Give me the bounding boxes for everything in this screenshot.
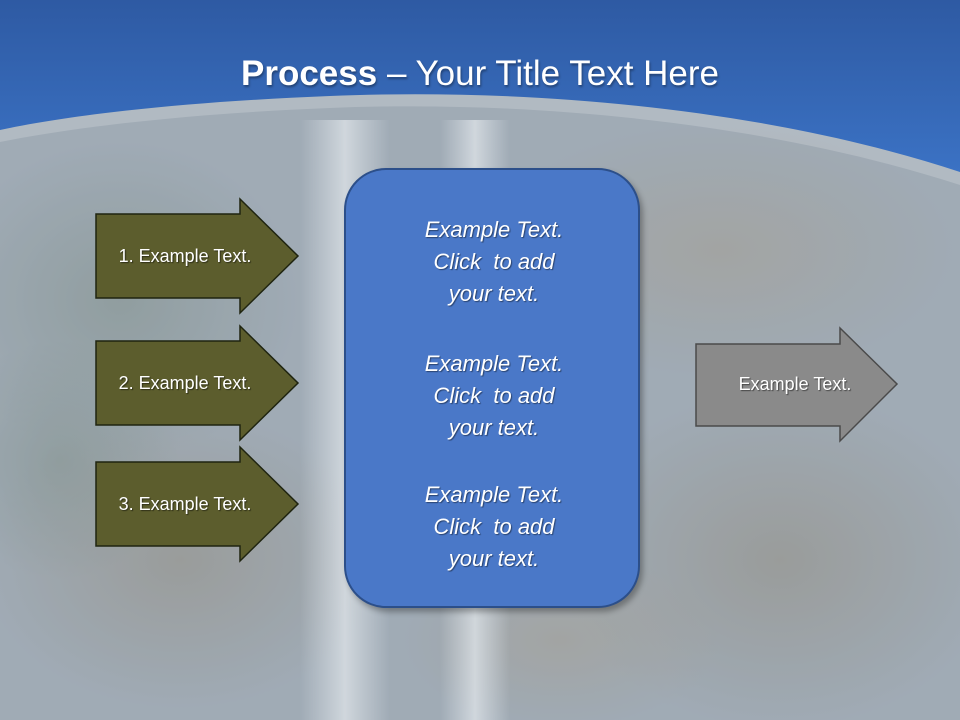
paragraph-line: Click to add (433, 514, 555, 539)
paragraph-line: Click to add (433, 383, 555, 408)
arrow-shape (695, 326, 899, 443)
paragraph-line: your text. (448, 281, 540, 306)
paragraph-line: your text. (448, 415, 540, 440)
step-arrow-3[interactable]: 3. Example Text. (95, 445, 300, 563)
paragraph-line: Example Text. (424, 217, 564, 242)
step-label: 3. Example Text. (118, 493, 252, 514)
slide-title[interactable]: Process – Your Title Text Here (0, 52, 960, 96)
process-box[interactable]: Example Text. Click to add your text. Ex… (344, 168, 640, 608)
paragraph-line: Example Text. (424, 482, 564, 507)
title-rest-text: – Your Title Text Here (377, 54, 719, 93)
process-paragraph-3: Example Text. Click to add your text. (346, 479, 642, 575)
output-label: Example Text. (738, 373, 852, 394)
arrow-shape (95, 324, 300, 442)
paragraph-line: Click to add (433, 249, 555, 274)
process-paragraph-1: Example Text. Click to add your text. (346, 214, 642, 310)
title-bold-text: Process (241, 54, 378, 93)
process-paragraph-2: Example Text. Click to add your text. (346, 348, 642, 444)
output-arrow[interactable]: Example Text. (695, 326, 900, 443)
step-label: 1. Example Text. (118, 245, 252, 266)
step-arrow-1[interactable]: 1. Example Text. (95, 197, 300, 315)
arrow-shape (95, 445, 300, 563)
paragraph-line: your text. (448, 546, 540, 571)
step-label: 2. Example Text. (118, 372, 252, 393)
step-arrow-2[interactable]: 2. Example Text. (95, 324, 300, 442)
paragraph-line: Example Text. (424, 351, 564, 376)
arrow-shape (95, 197, 300, 315)
